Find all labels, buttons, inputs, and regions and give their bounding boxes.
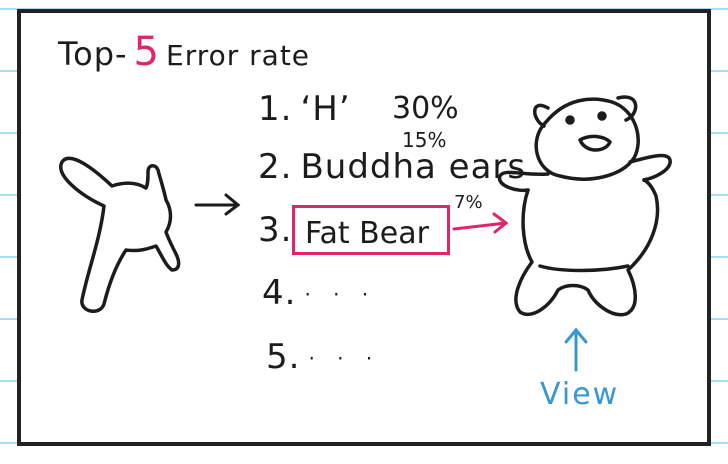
input-arrow (194, 193, 241, 216)
prediction-percent: 15% (402, 128, 447, 152)
title-k-value: 5 (133, 29, 160, 75)
prediction-item: 4. · · · (262, 276, 376, 310)
highlighted-prediction-box: Fat Bear (292, 205, 450, 255)
prediction-rank: 5. (266, 337, 301, 377)
prediction-item: 3. (258, 213, 300, 247)
view-arrow (564, 327, 588, 372)
title-suffix: Error rate (166, 39, 311, 72)
prediction-rank: 2. (258, 147, 293, 187)
input-shape (59, 156, 181, 313)
prediction-rank: 4. (262, 273, 297, 313)
prediction-label: · · · (304, 282, 377, 307)
prediction-label: · · · (308, 346, 381, 371)
bear-drawing (497, 95, 672, 317)
prediction-label: ‘H’ (300, 89, 351, 129)
prediction-label: Fat Bear (305, 216, 429, 251)
title-prefix: Top- (58, 35, 128, 73)
prediction-item: 1.‘H’ (258, 92, 351, 126)
prediction-item: 2.Buddha ears (258, 150, 526, 184)
prediction-label: Buddha ears (300, 147, 527, 187)
prediction-rank: 1. (258, 89, 293, 129)
view-label: View (540, 377, 620, 412)
prediction-item: 5. · · · (266, 340, 380, 374)
prediction-rank: 3. (258, 210, 293, 250)
diagram-frame (17, 9, 711, 446)
highlight-arrow (452, 212, 509, 234)
prediction-percent: 7% (454, 192, 483, 213)
prediction-percent: 30% (392, 91, 459, 126)
